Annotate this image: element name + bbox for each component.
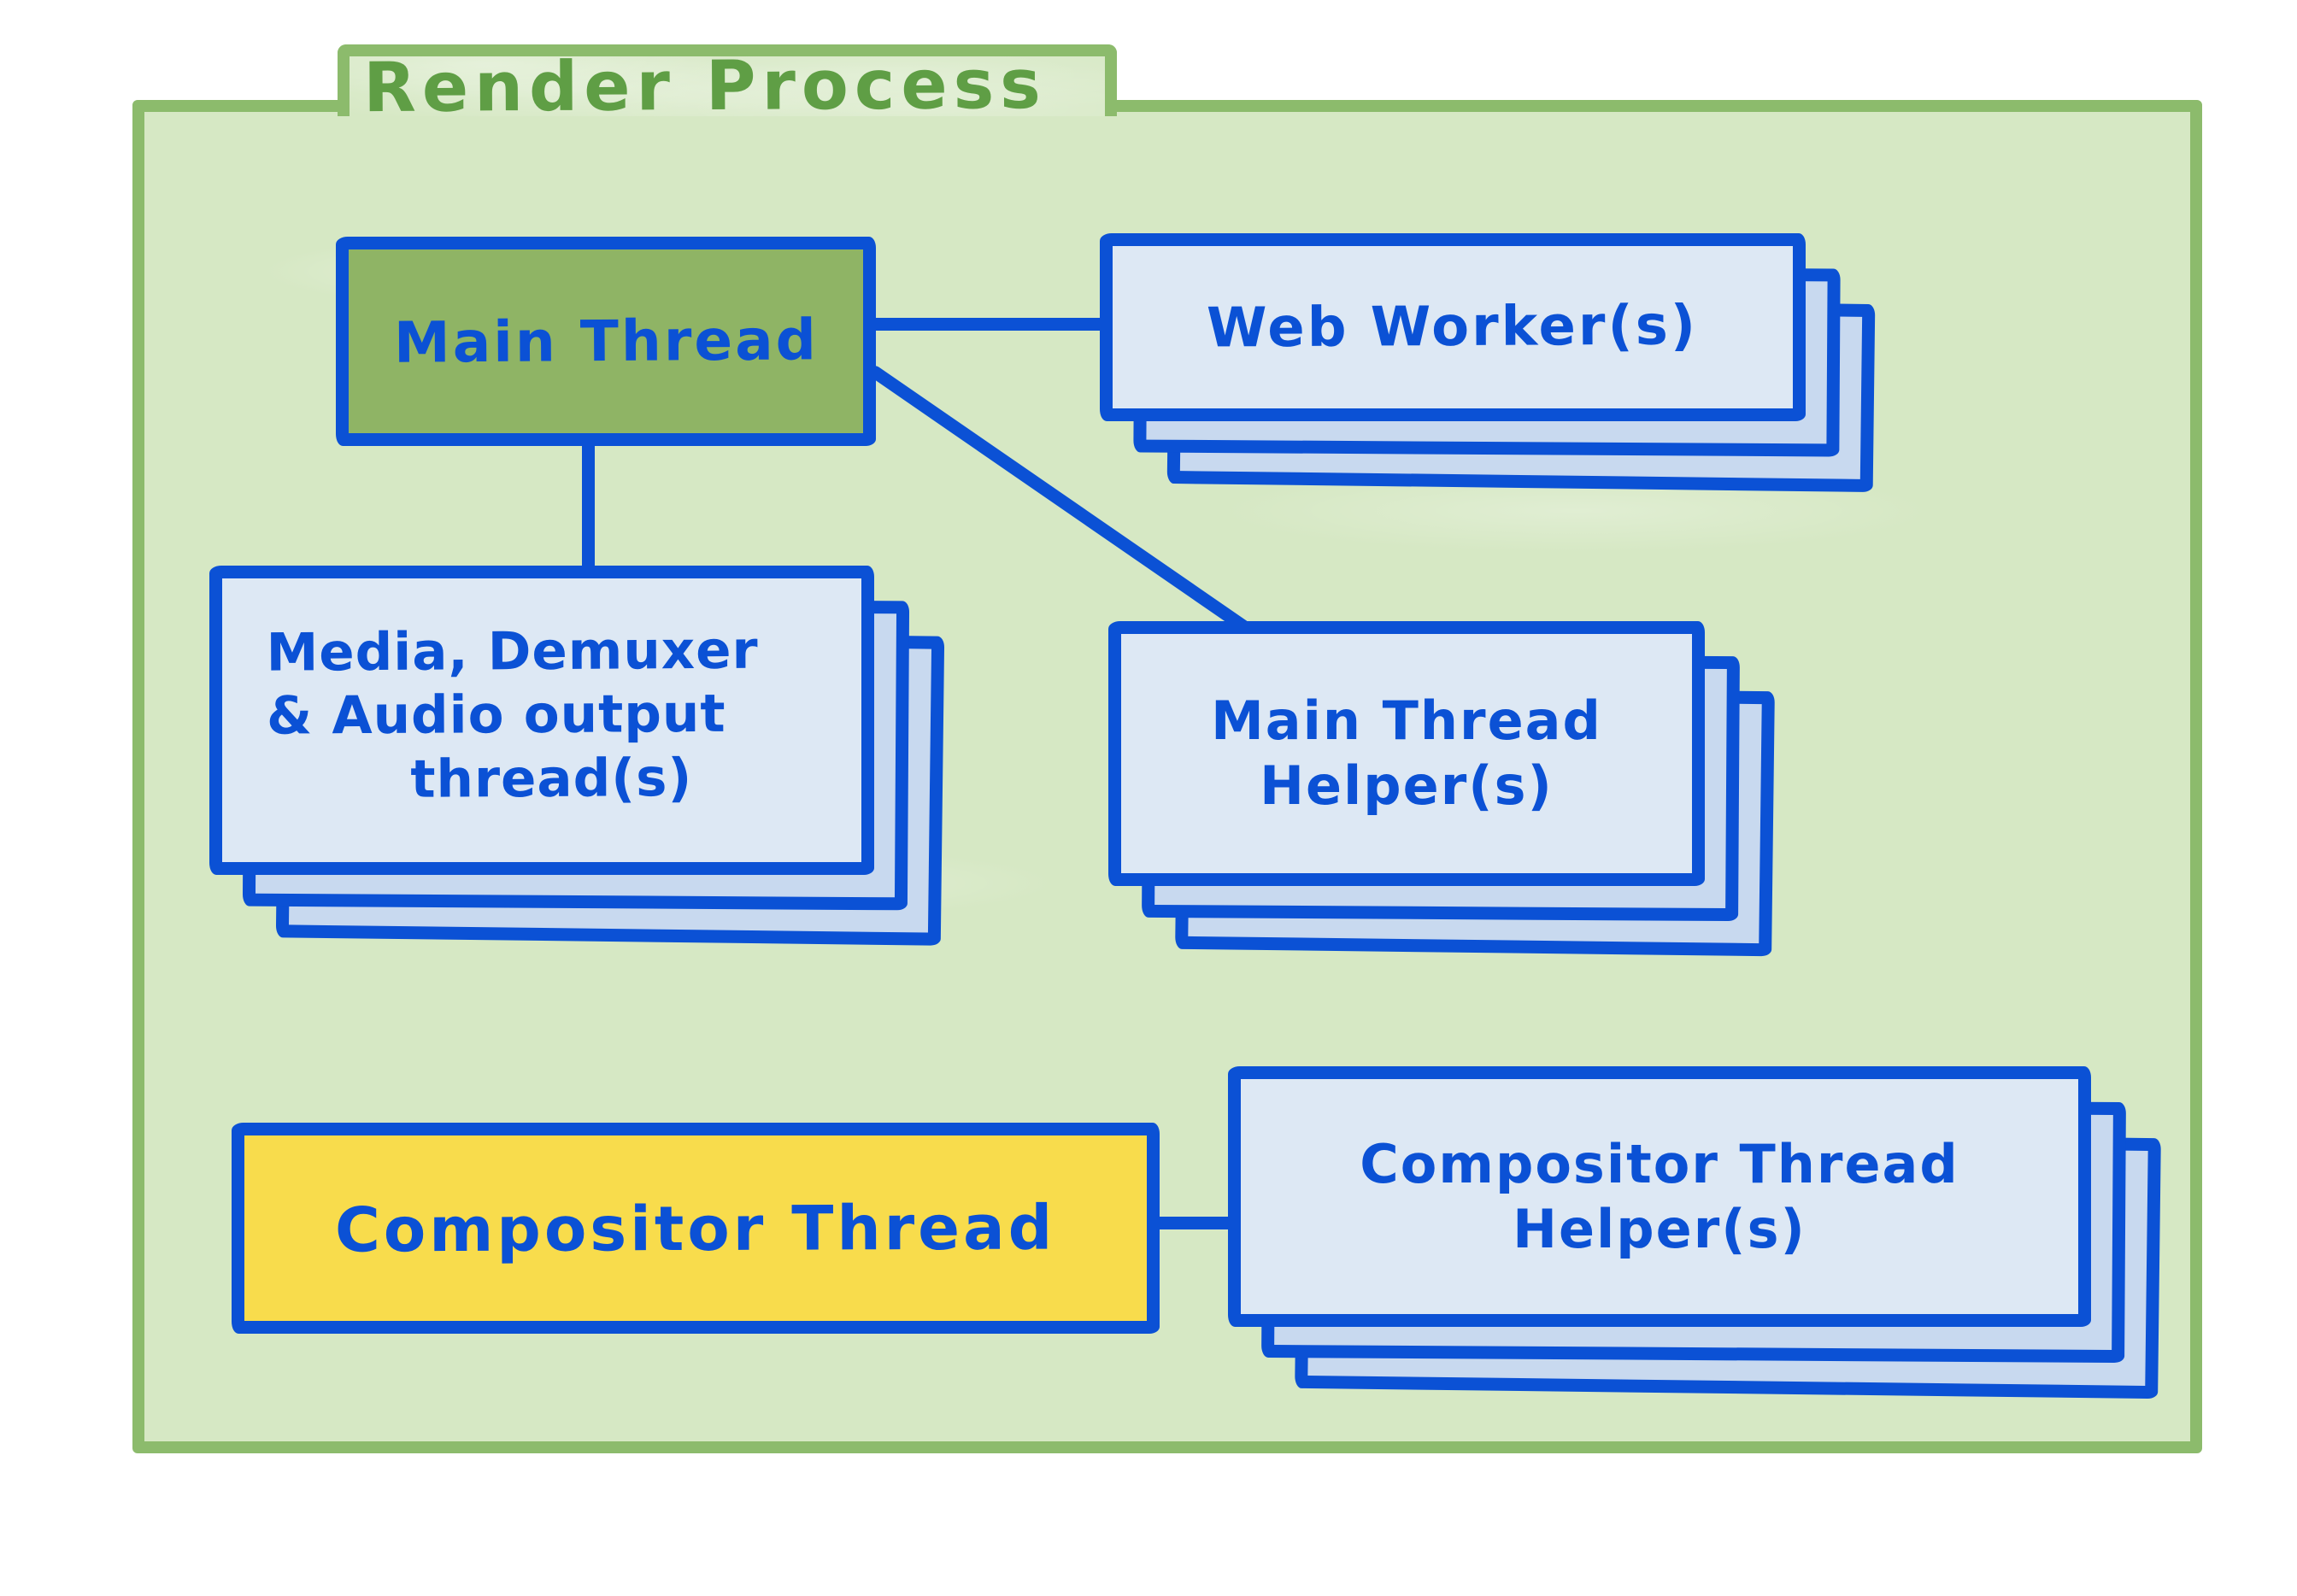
connector-main-thread-to-web-workers — [867, 318, 1107, 331]
node-media-threads: Media, Demuxer & Audio output thread(s) — [209, 566, 945, 946]
media-threads-label-line1: Media, Demuxer — [266, 620, 759, 684]
connector-main-thread-to-media-threads — [582, 437, 595, 572]
main-thread-helpers-card-front: Main Thread Helper(s) — [1108, 621, 1705, 886]
node-compositor-thread: Compositor Thread — [232, 1123, 1160, 1334]
main-thread-label: Main Thread — [393, 307, 819, 376]
node-main-thread-helpers: Main Thread Helper(s) — [1108, 621, 1775, 957]
web-workers-card-front: Web Worker(s) — [1100, 233, 1806, 421]
compositor-thread-helpers-card-front: Compositor Thread Helper(s) — [1228, 1066, 2091, 1327]
compositor-thread-label: Compositor Thread — [335, 1191, 1056, 1265]
main-thread-helpers-label-line2: Helper(s) — [1260, 754, 1554, 817]
media-threads-label-line2: & Audio output — [266, 684, 726, 748]
render-process-folder-tab — [338, 44, 1117, 116]
main-thread-box: Main Thread — [336, 237, 876, 446]
main-thread-helpers-label-line1: Main Thread — [1211, 689, 1602, 753]
compositor-thread-box: Compositor Thread — [232, 1123, 1160, 1334]
connector-compositor-thread-to-helpers — [1151, 1217, 1235, 1229]
media-threads-card-front: Media, Demuxer & Audio output thread(s) — [209, 566, 874, 875]
compositor-thread-helpers-label-line1: Compositor Thread — [1360, 1132, 1959, 1195]
compositor-thread-helpers-label-line2: Helper(s) — [1513, 1197, 1806, 1260]
main-thread-helpers-label: Main Thread Helper(s) — [1211, 689, 1602, 818]
node-main-thread: Main Thread — [336, 237, 876, 446]
node-web-workers: Web Worker(s) — [1100, 233, 1876, 493]
media-threads-label: Media, Demuxer & Audio output thread(s) — [221, 619, 861, 821]
diagram-title: Render Process — [362, 44, 1048, 128]
web-workers-label: Web Worker(s) — [1207, 294, 1699, 361]
node-compositor-thread-helpers: Compositor Thread Helper(s) — [1228, 1066, 2161, 1399]
compositor-thread-helpers-label: Compositor Thread Helper(s) — [1360, 1132, 1959, 1261]
media-threads-label-line3: thread(s) — [410, 748, 693, 811]
